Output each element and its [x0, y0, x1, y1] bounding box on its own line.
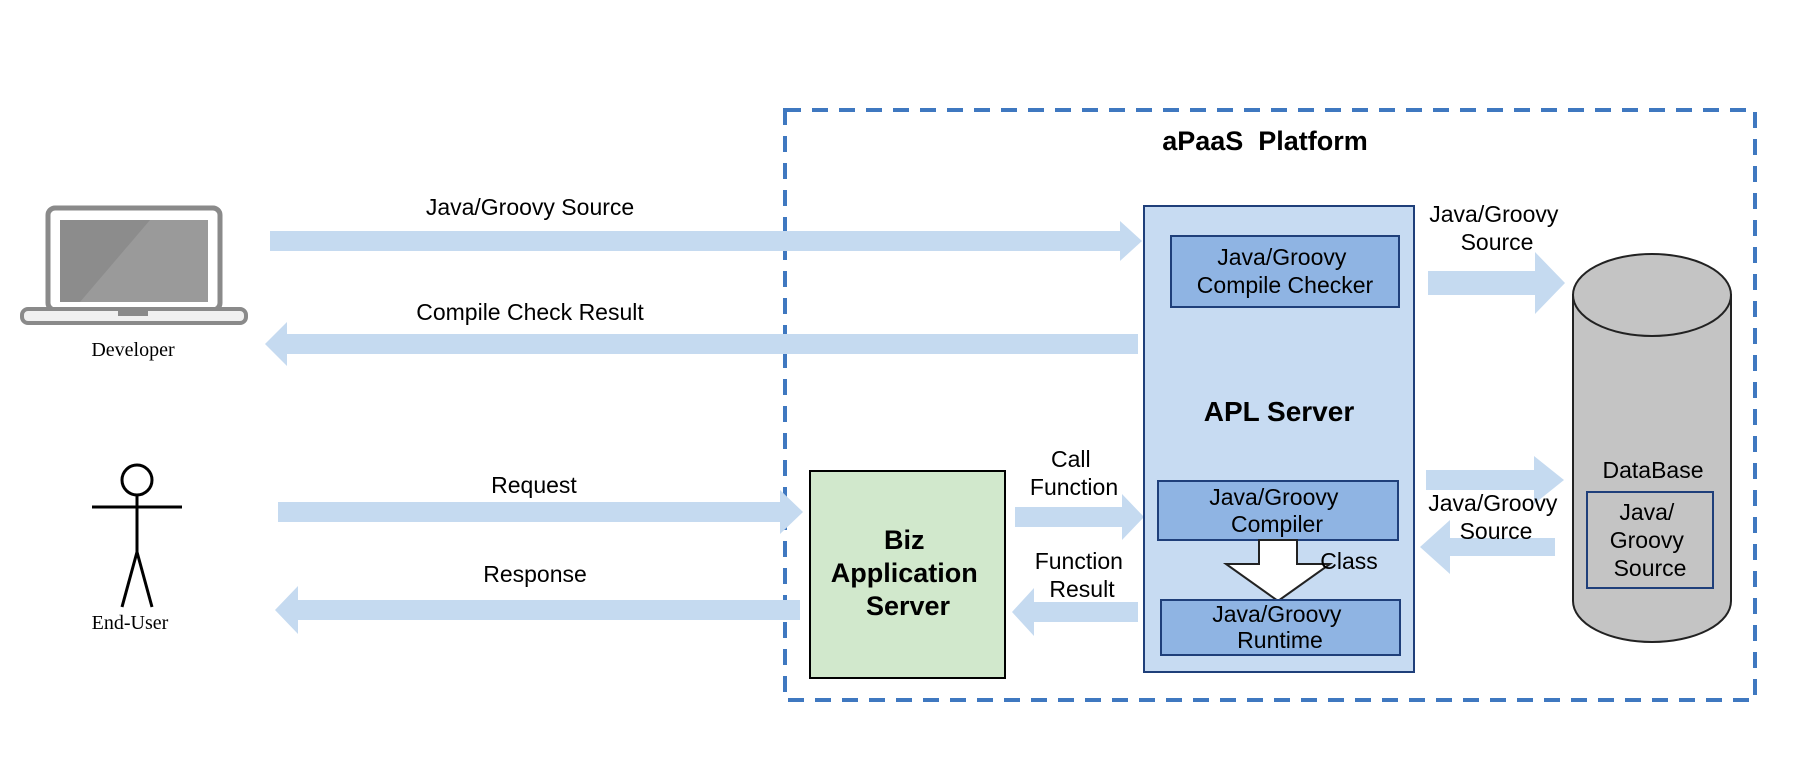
- from-db-line-2: Source: [1460, 518, 1533, 544]
- biz-server-line-1: Biz: [884, 525, 925, 555]
- call-function-line-2: Function: [1030, 474, 1118, 500]
- arrow-request-to-biz: [278, 490, 803, 534]
- database-source-line-2: Groovy: [1610, 527, 1685, 553]
- biz-server-title: Biz Application Server: [831, 525, 986, 621]
- arrow-call-function: [1015, 494, 1144, 540]
- from-db-line-1: Java/Groovy: [1428, 490, 1558, 516]
- class-flow-arrow: [1222, 539, 1334, 603]
- compile-checker-label: Java/Groovy Compile Checker: [1197, 244, 1374, 298]
- flow-label-to-db: Java/Groovy Source: [1429, 201, 1565, 255]
- function-result-line-1: Function: [1035, 548, 1123, 574]
- platform-title: aPaaS Platform: [1162, 126, 1368, 156]
- compiler-module: [1157, 480, 1399, 541]
- stick-figure-icon: [92, 463, 182, 608]
- runtime-module: [1160, 599, 1401, 656]
- call-function-line-1: Call: [1051, 446, 1091, 472]
- apl-server-title: APL Server: [1204, 396, 1355, 427]
- end-user-label: End-User: [92, 612, 169, 634]
- compile-checker-module: [1170, 235, 1400, 308]
- arrow-result-to-developer: [265, 322, 1138, 366]
- arrow-source-to-db: [1428, 252, 1565, 314]
- database-source-label: Java/ Groovy Source: [1610, 499, 1691, 581]
- compiler-line-1: Java/Groovy: [1209, 484, 1339, 510]
- database-source-box: [1586, 491, 1714, 589]
- database-title: DataBase: [1602, 457, 1703, 483]
- flow-label-response: Response: [483, 561, 587, 587]
- to-db-line-1: Java/Groovy: [1429, 201, 1559, 227]
- runtime-line-2: Runtime: [1237, 627, 1323, 653]
- database-source-line-3: Source: [1614, 555, 1687, 581]
- developer-label: Developer: [91, 339, 175, 361]
- arrow-function-result: [1012, 588, 1138, 636]
- laptop-icon: [20, 205, 248, 325]
- arrow-source-to-apl: [270, 221, 1142, 261]
- flow-label-request: Request: [491, 472, 577, 498]
- arrow-class-to-db: [1426, 456, 1564, 504]
- to-db-line-2: Source: [1461, 229, 1534, 255]
- flow-label-function-result: Function Result: [1035, 548, 1130, 602]
- flow-label-compile-check-result: Compile Check Result: [416, 299, 644, 325]
- flow-arrows: [265, 221, 1565, 636]
- runtime-line-1: Java/Groovy: [1212, 601, 1342, 627]
- biz-application-server: [809, 470, 1006, 679]
- compiler-line-2: Compiler: [1231, 511, 1323, 537]
- arrow-db-to-compiler: [1420, 520, 1555, 574]
- biz-server-line-2: Application: [831, 558, 978, 588]
- runtime-label: Java/Groovy Runtime: [1212, 601, 1348, 653]
- compile-checker-line-2: Compile Checker: [1197, 272, 1374, 298]
- class-label: Class: [1320, 548, 1378, 574]
- compile-checker-line-1: Java/Groovy: [1217, 244, 1347, 270]
- flow-label-from-db: Java/Groovy Source: [1428, 490, 1564, 544]
- flow-label-call-function: Call Function: [1030, 446, 1118, 500]
- arrow-response-to-user: [275, 586, 800, 634]
- biz-server-line-3: Server: [866, 591, 951, 621]
- database-source-line-1: Java/: [1619, 499, 1675, 525]
- compiler-label: Java/Groovy Compiler: [1209, 484, 1345, 537]
- flow-label-java-groovy-source: Java/Groovy Source: [426, 194, 634, 220]
- function-result-line-2: Result: [1049, 576, 1115, 602]
